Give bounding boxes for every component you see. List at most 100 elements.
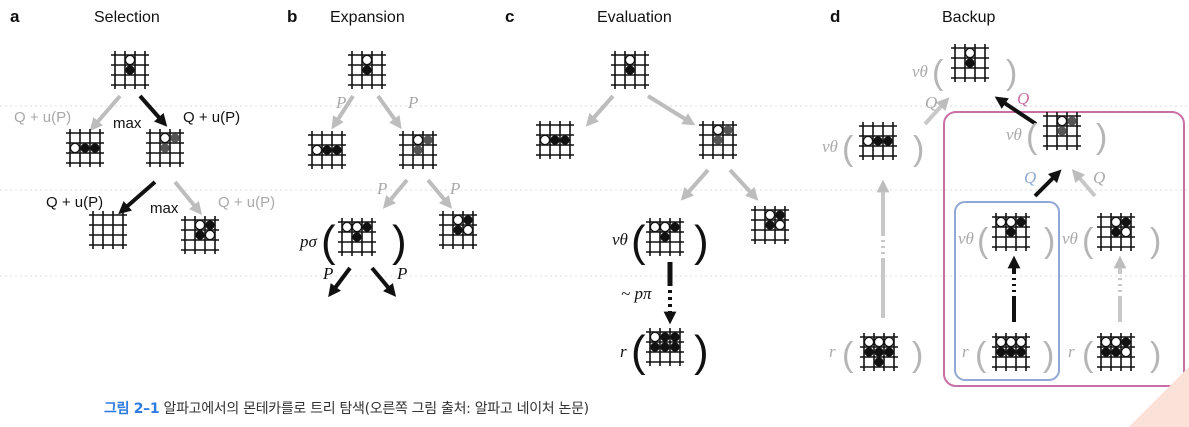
go-board-d-r-blue — [992, 333, 1030, 371]
panel-c-label-v-theta: vθ — [612, 230, 628, 249]
panel-a-edges — [89, 94, 203, 215]
go-board-c-right — [699, 121, 737, 159]
go-board-a-right — [146, 129, 184, 167]
go-stone — [1101, 347, 1111, 357]
go-stone — [1121, 217, 1131, 227]
go-board-b-br — [439, 211, 477, 249]
go-stone — [539, 134, 551, 146]
go-stone — [712, 124, 724, 136]
go-stone — [996, 347, 1006, 357]
go-board-c-root — [611, 51, 649, 89]
go-board-d-mid — [1043, 112, 1081, 150]
panel-d-r-right: r — [1068, 342, 1075, 361]
go-stone — [764, 209, 776, 221]
go-stone — [649, 331, 661, 343]
panel-d-label-q-right: Q — [1093, 168, 1105, 187]
panel-b-label-p-5: P — [322, 264, 333, 283]
go-stone — [453, 225, 463, 235]
panel-d-blue-frame — [954, 201, 1060, 381]
go-stone — [873, 336, 885, 348]
panel-d-paren-open-left: ( — [842, 130, 854, 168]
go-stone — [1005, 336, 1017, 348]
go-stone — [1111, 347, 1121, 357]
go-board-b-right — [399, 131, 437, 169]
go-stone — [462, 224, 474, 236]
panel-d-r-left: r — [829, 342, 836, 361]
go-stone — [670, 342, 680, 352]
go-stone — [775, 210, 785, 220]
panel-d-paren-open-r-blue: ( — [975, 336, 987, 374]
panel-d-paren-close-root: ) — [1006, 54, 1017, 92]
panel-c-letter: c — [505, 7, 514, 26]
panel-d-paren-open-blue: ( — [977, 222, 989, 260]
go-stone — [884, 347, 894, 357]
caption-number: 그림 2–1 — [104, 401, 160, 417]
caption-text: 알파고에서의 몬테카를로 트리 탐색(오른쪽 그림 출처: 알파고 네이처 논문… — [163, 401, 589, 417]
panel-b-letter: b — [287, 7, 297, 26]
panel-a-letter: a — [10, 7, 20, 26]
go-stone — [195, 230, 205, 240]
panel-d-pink-frame — [943, 111, 1185, 387]
go-stone — [311, 144, 323, 156]
panel-d-r-blue: r — [962, 342, 969, 361]
panel-c-paren-close-2: ) — [694, 327, 709, 376]
go-board-a-root — [111, 51, 149, 89]
go-board-d-root — [951, 44, 989, 82]
go-stone — [194, 219, 206, 231]
go-stone — [883, 336, 895, 348]
panel-c-paren-open-2: ( — [631, 327, 646, 376]
panel-b-edges — [328, 94, 453, 298]
go-board-a-left — [66, 129, 104, 167]
panel-d-paren-open-mid: ( — [1026, 118, 1038, 156]
go-stone — [351, 221, 363, 233]
go-stone — [670, 222, 680, 232]
go-stone — [765, 220, 775, 230]
go-stone — [322, 145, 332, 155]
panel-b-label-p-2: P — [407, 93, 418, 112]
go-stone — [341, 221, 353, 233]
go-stone — [650, 342, 660, 352]
figure-caption: 그림 2–1 알파고에서의 몬테카를로 트리 탐색(오른쪽 그림 출처: 알파고… — [104, 398, 589, 418]
corner-decoration — [1129, 367, 1189, 427]
panel-b-label-p-1: P — [335, 93, 346, 112]
panel-d-label-q-pink: Q — [1017, 89, 1029, 108]
go-stone — [1006, 347, 1016, 357]
go-stone — [1110, 216, 1122, 228]
panel-d-paren-close-mid: ) — [1096, 118, 1107, 156]
go-board-a-bl — [89, 211, 127, 249]
go-board-b-left — [308, 131, 346, 169]
panel-b-label-p-sigma: pσ — [299, 232, 318, 251]
panel-d-paren-close-right: ) — [1150, 222, 1161, 260]
panel-c-paren-close-1: ) — [694, 217, 709, 266]
panel-d-edges — [876, 96, 1127, 322]
go-board-d-r-left — [860, 333, 898, 371]
go-stone — [660, 332, 670, 342]
go-stone — [660, 342, 670, 352]
go-stone — [124, 54, 136, 66]
go-stone — [862, 135, 874, 147]
go-stone — [159, 132, 171, 144]
go-stone — [560, 135, 570, 145]
go-stone — [1121, 337, 1131, 347]
go-stone — [332, 145, 342, 155]
go-stone — [361, 54, 373, 66]
go-stone — [659, 221, 671, 233]
panel-d-paren-close-r-right: ) — [1150, 336, 1161, 374]
go-stone — [412, 134, 424, 146]
panel-b-label-p-6: P — [396, 264, 407, 283]
panel-a-label-q-u-p-3: Q + u(P) — [46, 194, 103, 211]
go-stone — [1006, 227, 1016, 237]
go-stone — [69, 142, 81, 154]
panel-d-label-q-blue: Q — [1024, 168, 1036, 187]
go-stone — [205, 220, 215, 230]
go-board-b-ps — [338, 218, 376, 256]
go-stone — [90, 143, 100, 153]
panel-d-paren-close-left: ) — [913, 130, 924, 168]
go-stone — [965, 58, 975, 68]
panel-d-label-q-gray: Q — [925, 93, 937, 112]
go-stone — [1005, 216, 1017, 228]
go-stone — [1056, 115, 1068, 127]
separator-lines — [0, 105, 1189, 277]
panel-d-vtheta-right: vθ — [1062, 229, 1078, 248]
